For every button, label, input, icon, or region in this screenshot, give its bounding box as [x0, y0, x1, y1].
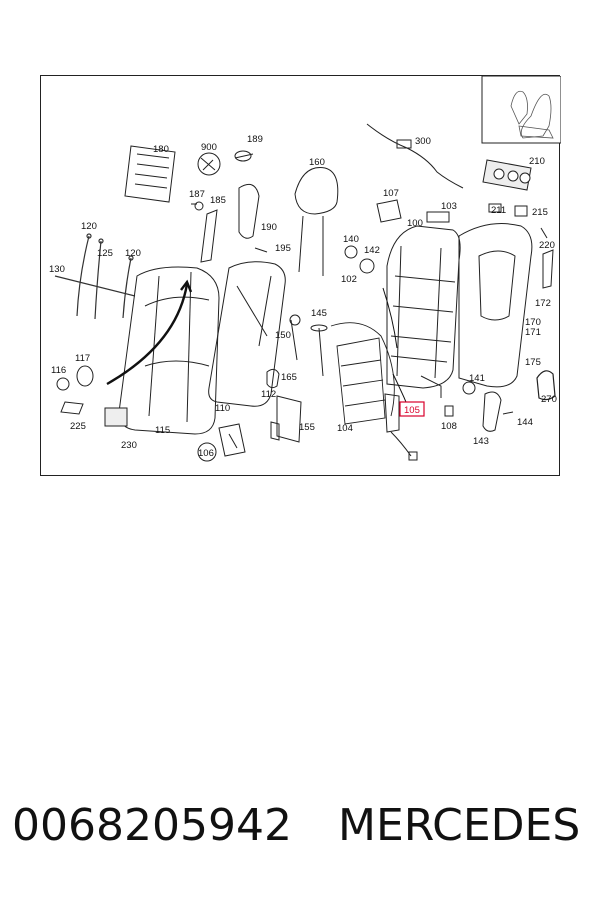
symbol-900 — [197, 152, 221, 176]
small-parts — [194, 199, 548, 274]
callout-117: 117 — [75, 353, 90, 364]
parts-diagram-frame: 180 900 189 160 300 210 187 185 190 107 … — [40, 75, 561, 476]
callout-195: 195 — [275, 243, 291, 254]
callout-172: 172 — [535, 298, 551, 309]
callout-120-right: 120 — [125, 248, 141, 259]
callout-130: 130 — [49, 264, 65, 275]
callout-171: 171 — [525, 327, 541, 338]
part-150-145 — [289, 314, 328, 377]
bracket-106 — [218, 423, 246, 457]
callout-900: 900 — [201, 142, 217, 153]
callout-180: 180 — [153, 144, 169, 155]
callout-120-left: 120 — [81, 221, 97, 232]
motor-105 — [384, 393, 418, 461]
bracket-155 — [270, 395, 302, 443]
callout-103: 103 — [441, 201, 457, 212]
callout-116: 116 — [51, 365, 66, 376]
callout-165: 165 — [281, 372, 297, 383]
callout-106-ring — [197, 442, 217, 462]
recline-knob — [444, 381, 514, 432]
backrest-frame — [386, 225, 461, 398]
callout-110: 110 — [215, 403, 230, 414]
callout-300: 300 — [415, 136, 431, 147]
callout-144: 144 — [517, 417, 533, 428]
control-panel-210 — [482, 159, 532, 191]
callout-105: 105 — [404, 405, 420, 416]
callout-142: 142 — [364, 245, 380, 256]
brand-name: MERCEDES — [338, 800, 581, 851]
cable-300 — [366, 123, 464, 189]
callout-185: 185 — [210, 195, 226, 206]
back-panel-180 — [124, 145, 176, 203]
callout-230: 230 — [121, 440, 137, 451]
callout-215: 215 — [532, 207, 548, 218]
callout-107: 107 — [383, 188, 399, 199]
callout-210: 210 — [529, 156, 545, 167]
callout-170: 170 — [525, 317, 541, 328]
callout-141: 141 — [469, 373, 485, 384]
callout-225: 225 — [70, 421, 86, 432]
headrest — [294, 167, 339, 276]
wire-rods — [54, 233, 136, 320]
callout-140: 140 — [343, 234, 359, 245]
callout-125: 125 — [97, 248, 113, 259]
callout-270: 270 — [541, 394, 557, 405]
callout-112: 112 — [261, 389, 276, 400]
seat-back-foam — [208, 261, 286, 407]
clip-189 — [234, 150, 254, 162]
callout-175: 175 — [525, 357, 541, 368]
parts-lower-left — [56, 365, 128, 427]
callout-108: 108 — [441, 421, 457, 432]
callout-102: 102 — [341, 274, 357, 285]
callout-155: 155 — [299, 422, 315, 433]
callout-211: 211 — [491, 205, 506, 216]
callout-189: 189 — [247, 134, 263, 145]
callout-145: 145 — [311, 308, 327, 319]
part-112 — [266, 368, 280, 389]
seat-back-cover — [118, 266, 220, 435]
seat-thumbnail-inset — [481, 76, 561, 144]
seat-exploded-diagram: 180 900 189 160 300 210 187 185 190 107 … — [49, 76, 561, 462]
callout-150: 150 — [275, 330, 291, 341]
handle-270 — [536, 370, 556, 401]
callout-190: 190 — [261, 222, 277, 233]
callout-143: 143 — [473, 436, 489, 447]
callout-160: 160 — [309, 157, 325, 168]
part-number: 0068205942 — [12, 800, 292, 851]
rear-cover — [458, 223, 533, 388]
callout-100: 100 — [407, 218, 423, 229]
callout-115: 115 — [155, 425, 170, 436]
callout-106: 106 — [198, 448, 214, 459]
assembly-arrows — [106, 279, 193, 386]
callout-104: 104 — [337, 423, 353, 434]
side-trim — [191, 183, 260, 263]
lumbar-mat-104 — [330, 322, 395, 425]
clip-172 — [542, 249, 554, 289]
callout-105-highlight-box — [399, 401, 425, 417]
callout-187: 187 — [189, 189, 205, 200]
callout-220: 220 — [539, 240, 555, 251]
